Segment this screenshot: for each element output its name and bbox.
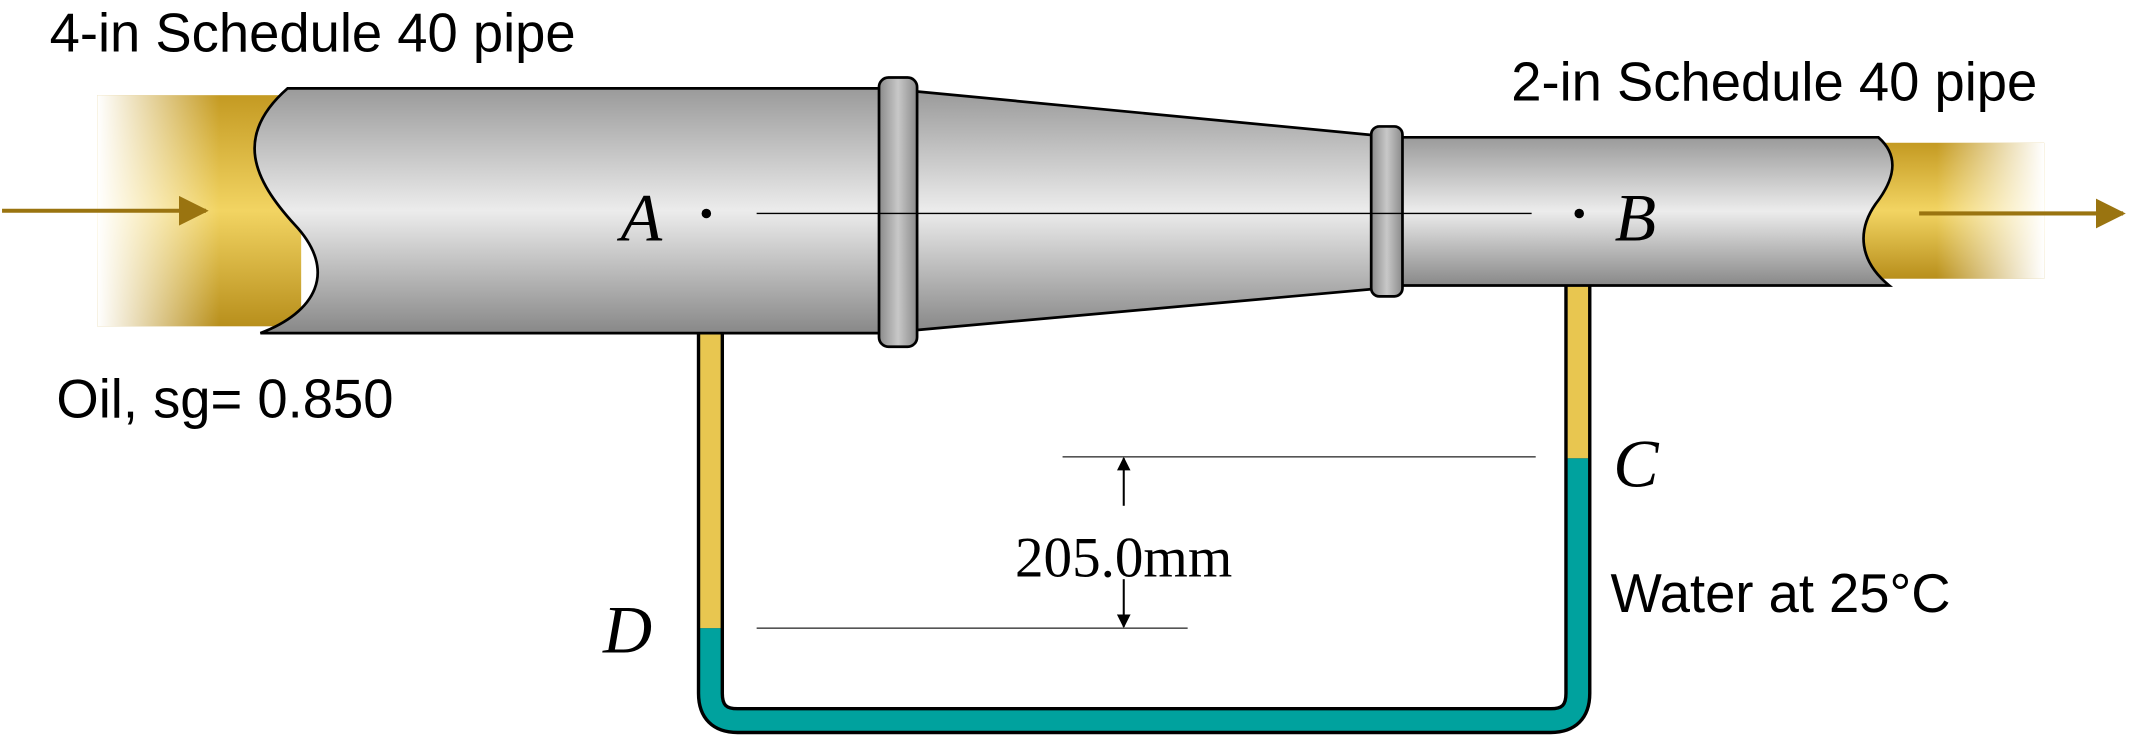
- point-c-label: C: [1613, 426, 1659, 502]
- oil-label: Oil, sg= 0.850: [56, 368, 393, 429]
- pipe-2in: [1394, 135, 1894, 287]
- point-b-dot: [1574, 208, 1584, 219]
- point-d-label: D: [602, 592, 652, 668]
- reducer: [911, 89, 1384, 332]
- point-b-label: B: [1615, 180, 1657, 256]
- pipe-4in: [253, 87, 901, 335]
- flange-large: [877, 76, 919, 349]
- flange-small: [1369, 125, 1404, 298]
- oil-outflow: [1864, 142, 2045, 279]
- point-a-label: A: [617, 180, 663, 256]
- point-a-dot: [701, 208, 712, 219]
- manometer-tube: [696, 285, 1592, 735]
- left-pipe-label: 4-in Schedule 40 pipe: [50, 3, 576, 64]
- water-label: Water at 25°C: [1610, 563, 1950, 624]
- height-label: 205.0mm: [1015, 526, 1232, 589]
- right-pipe-label: 2-in Schedule 40 pipe: [1511, 52, 2037, 113]
